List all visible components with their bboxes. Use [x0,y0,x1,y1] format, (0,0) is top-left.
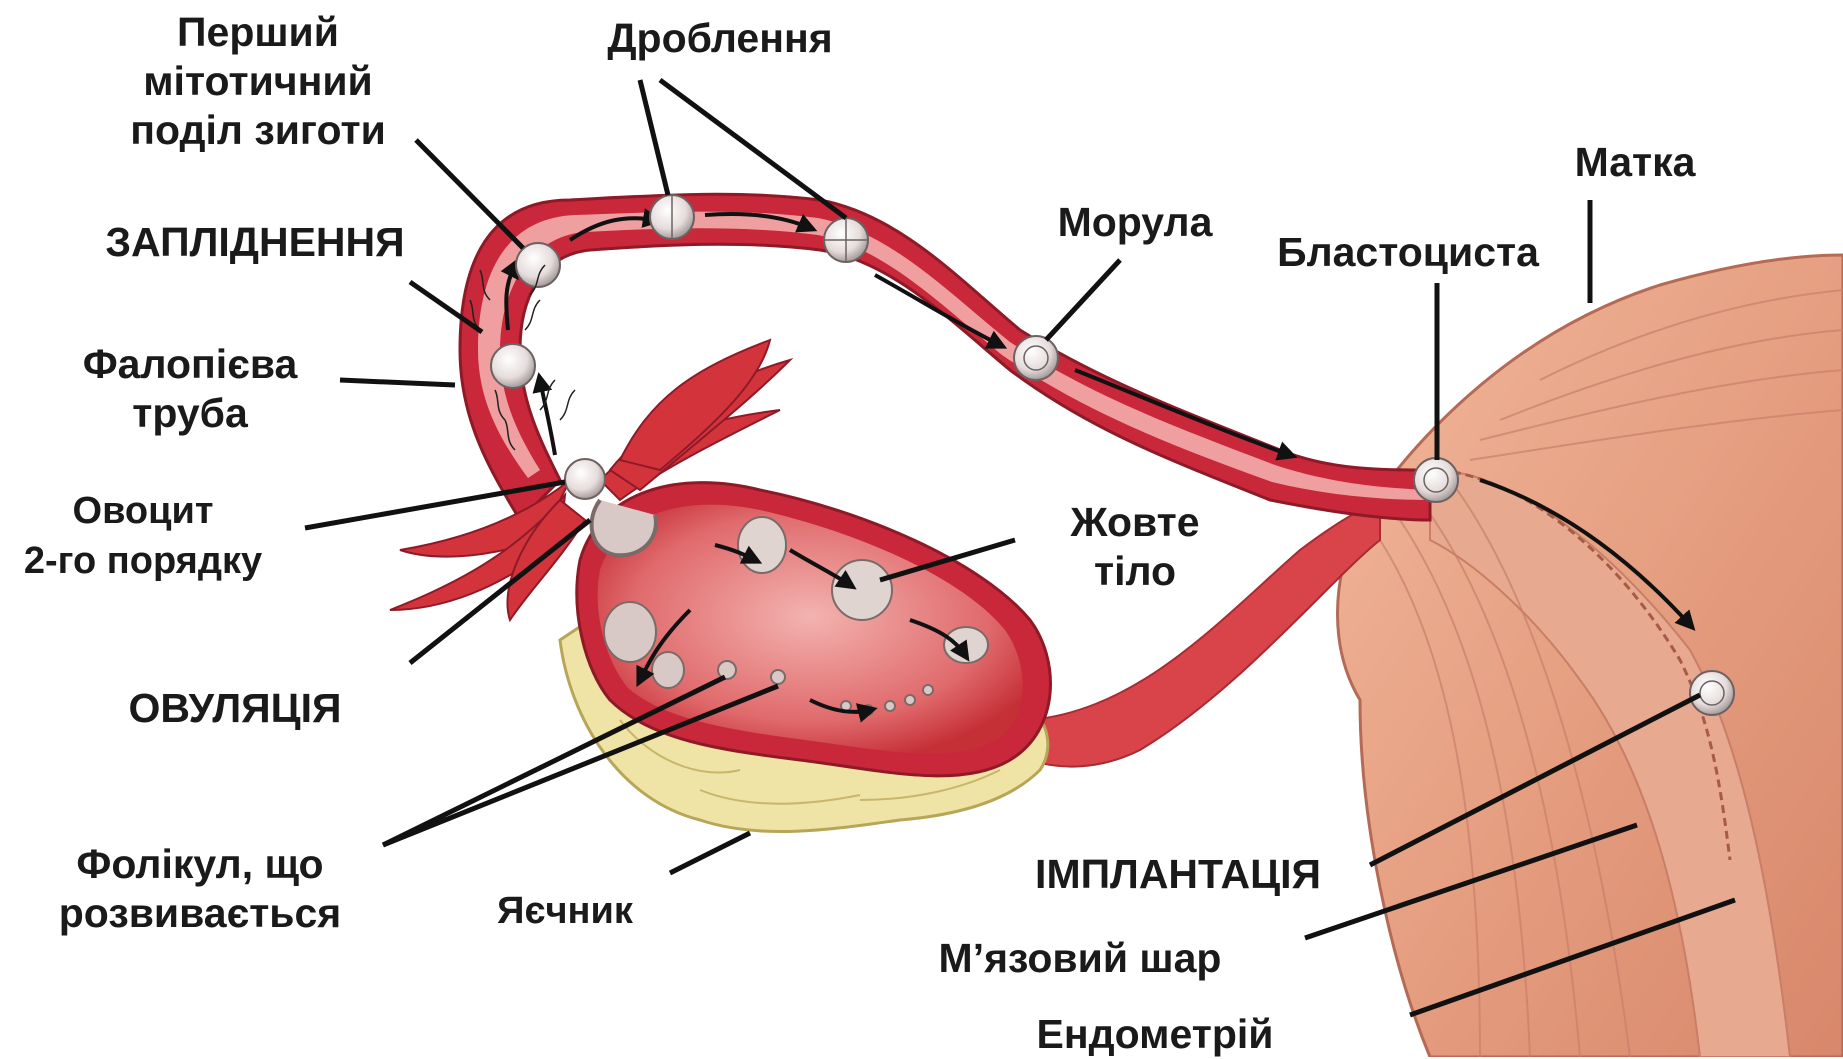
morula-cell [1014,336,1058,380]
label-blastocyst: Бластоциста [1248,228,1568,277]
label-developing-follicle: Фолікул, що розвивається [30,840,370,938]
label-endometrium: Ендометрій [1010,1010,1300,1059]
label-morula: Морула [1045,198,1225,247]
uterus [1338,255,1843,1057]
label-first-division: Перший мітотичний поділ зиготи [88,8,428,155]
implanting-blastocyst [1690,671,1734,715]
label-cleavage: Дроблення [580,14,860,63]
label-implantation: ІМПЛАНТАЦІЯ [1008,850,1348,899]
label-ovary: Яєчник [470,887,660,936]
blastocyst-cell [1414,458,1458,502]
label-fallopian-tube: Фалопієва труба [60,340,320,438]
zygote-cell [491,344,535,388]
oocyte-cell [565,459,605,499]
label-fertilization: ЗАПЛІДНЕННЯ [75,218,435,267]
label-oocyte: Овоцит 2-го порядку [8,486,278,586]
label-uterus: Матка [1555,138,1715,187]
label-muscle-layer: М’язовий шар [910,934,1250,983]
ovary [560,483,1050,832]
label-corpus-luteum: Жовте тіло [1040,498,1230,596]
label-ovulation: ОВУЛЯЦІЯ [105,684,365,733]
